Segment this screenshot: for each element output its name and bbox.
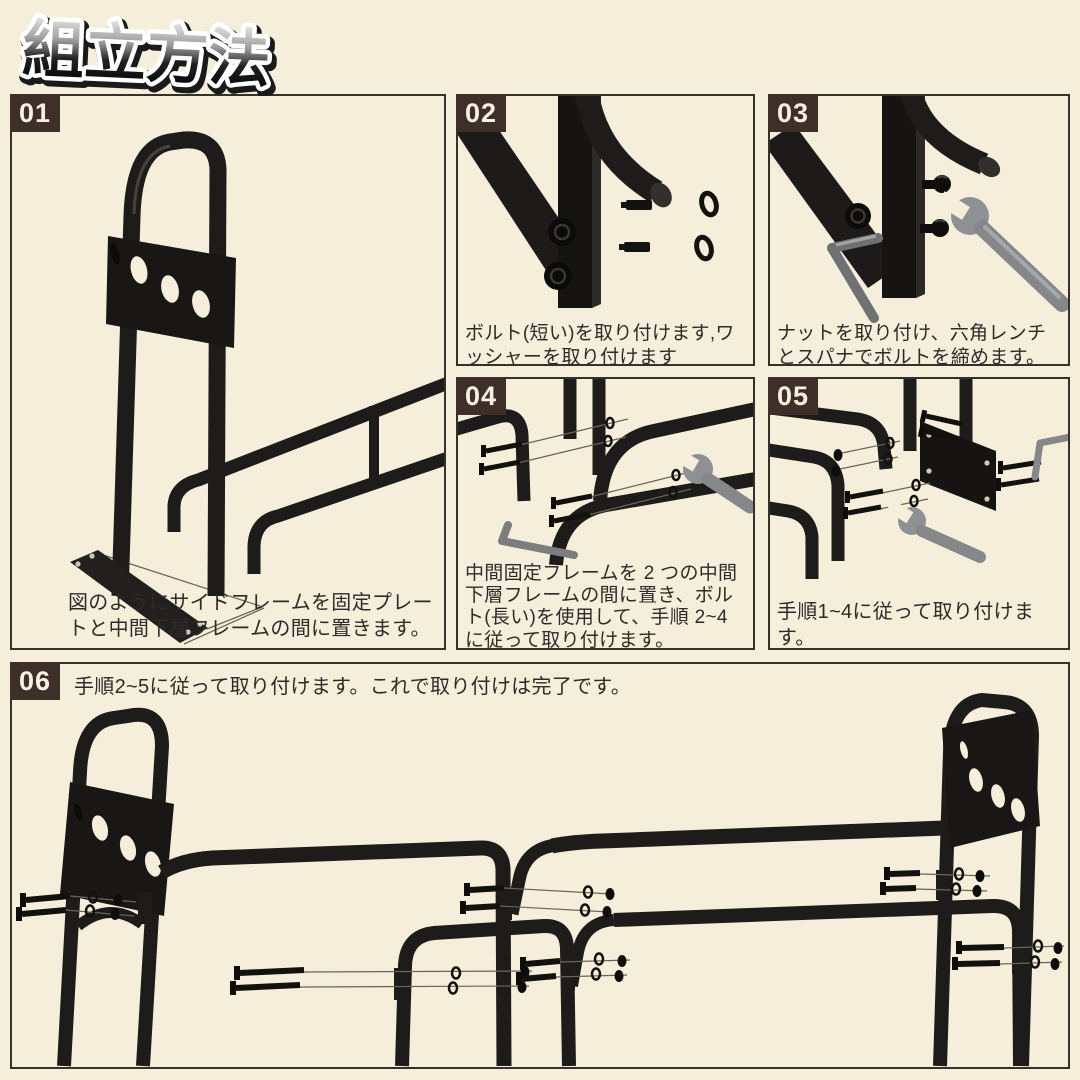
bolt-set-center-upper	[460, 883, 615, 918]
socket-bolt-heads	[544, 218, 576, 290]
socket-bolt-head	[845, 203, 871, 229]
hex-key-icon	[827, 233, 883, 323]
nuts	[831, 449, 843, 477]
step-panel-04: 04	[456, 377, 755, 651]
fixing-plate	[70, 550, 208, 643]
spanner-icon	[886, 499, 986, 563]
step-number-badge: 01	[10, 94, 60, 132]
bolt-set-lower-left	[230, 966, 533, 995]
plate-hole	[192, 290, 210, 318]
short-bolts	[619, 200, 652, 252]
plate-hole	[969, 768, 983, 792]
bolt-washer-illustration	[458, 96, 719, 308]
bolt-bracket	[138, 892, 152, 924]
long-bolts	[479, 441, 593, 527]
plate-hole	[91, 815, 109, 841]
bolt-bracket	[561, 960, 575, 990]
bolt-bracket	[936, 870, 950, 900]
step-number-badge: 04	[456, 377, 506, 415]
bolt-bracket	[497, 888, 512, 920]
spanner-icon	[936, 191, 1068, 312]
title-text: 組立方法	[21, 15, 272, 95]
side-frame-placement-illustration	[70, 131, 444, 645]
plate-hole	[130, 256, 148, 284]
spanner-icon	[670, 447, 753, 514]
step-instruction-text: 手順2~5に従って取り付けます。これで取り付けは完了です。	[74, 676, 632, 698]
plate-hole	[144, 851, 162, 877]
step-panel-02: 02 ボルト(短い)を取り付けます,ワッシャーを取り付けます	[456, 94, 755, 368]
middle-frame-assembly-illustration	[458, 379, 753, 566]
step-panel-03: 03 ナットを取り	[768, 94, 1070, 368]
step-number-badge: 05	[768, 377, 818, 415]
completed-frame-illustration	[16, 692, 1065, 1067]
bolt-bracket	[394, 968, 406, 1000]
plate-hole	[110, 243, 120, 265]
step-panel-06: 06	[10, 662, 1070, 1069]
title-outline-layer: 組立方法	[21, 15, 272, 95]
page-title: 組立方法 組立方法 組立方法	[16, 11, 281, 96]
bolt-bracket	[1012, 942, 1024, 974]
step-panel-05: 05	[768, 377, 1070, 650]
side-frame	[106, 131, 236, 597]
frame-corner	[458, 96, 672, 308]
plate-hole	[119, 835, 137, 861]
plate-hole	[991, 784, 1005, 808]
step-instruction-text: ボルト(短い)を取り付けます,ワッシャーを取り付けます	[465, 323, 735, 368]
plate-hole	[1011, 798, 1025, 822]
frame-plate	[942, 710, 1040, 848]
step-panel-01: 01	[10, 94, 446, 650]
step-instruction-text: 図のようにサイドフレームを固定プレートと中間下層フレームの間に置きます。	[68, 592, 433, 640]
bolt-set-center-lower	[516, 952, 631, 985]
washers	[603, 416, 681, 499]
step-instruction-text: 手順1~4に従って取り付けます。	[777, 601, 1035, 649]
frame-attach-illustration	[770, 379, 1068, 579]
lower-rail	[394, 899, 1027, 1067]
bolt-set-right-upper	[880, 867, 991, 897]
round-head-bolts	[920, 175, 951, 237]
washers	[694, 190, 719, 262]
long-bolts	[843, 409, 1042, 519]
frame-plate	[60, 782, 174, 916]
washers	[883, 436, 921, 508]
leader-lines	[517, 418, 695, 516]
middle-lower-frame-rails	[167, 377, 444, 574]
upper-rail	[158, 820, 945, 1067]
step-number-badge: 06	[10, 662, 60, 700]
step-instruction-text: 中間固定フレームを 2 つの中間下層フレームの間に置き、ボルト(長い)を使用して…	[465, 563, 738, 651]
step-number-badge: 03	[768, 94, 818, 132]
hex-key-icon	[1031, 433, 1068, 481]
plate-hole	[959, 741, 969, 759]
plate-hole	[161, 275, 179, 303]
frame-corner	[770, 96, 1001, 298]
hex-key-icon	[498, 521, 578, 559]
leader-lines	[839, 440, 931, 510]
right-side-frame	[933, 692, 1040, 1067]
bolt-set-left-frame	[16, 890, 137, 921]
wrench-tighten-illustration	[770, 96, 1068, 323]
plate-hole	[73, 803, 83, 821]
step-number-badge: 02	[456, 94, 506, 132]
left-side-frame	[57, 707, 174, 1067]
bolt-set-right-lower	[952, 939, 1065, 970]
step-instruction-text: ナットを取り付け、六角レンチとスパナでボルトを締めます。	[777, 323, 1047, 368]
